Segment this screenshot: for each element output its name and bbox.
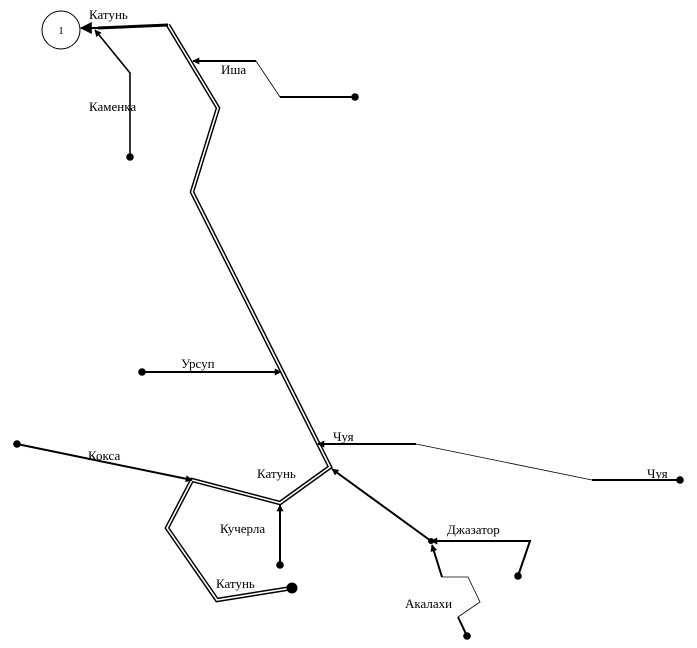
label-ursup: Урсуп [181, 356, 215, 371]
akalakhi-river [430, 544, 481, 640]
kucherla-river [276, 504, 284, 569]
chuya-river [317, 440, 684, 484]
label-akalakhi: Акалахи [405, 596, 452, 611]
dzhazator-river [331, 468, 532, 580]
isha-river [192, 57, 359, 101]
label-kucherla: Кучерла [220, 521, 265, 536]
gauge-number: 1 [58, 25, 64, 37]
label-dzhazator: Джазатор [447, 522, 500, 537]
label-katun-top: Катунь [89, 7, 128, 22]
ursup-river [138, 368, 282, 376]
katun-main-channel [164, 23, 333, 603]
label-koksa: Кокса [88, 448, 120, 463]
kamenka-river [94, 29, 134, 161]
label-isha: Иша [221, 62, 246, 77]
label-katun-bottom: Катунь [216, 576, 255, 591]
gauge-station: 1 [41, 10, 81, 50]
katun-source-dot [286, 582, 298, 594]
label-chuya-upper: Чуя [333, 429, 354, 444]
label-chuya-right: Чуя [647, 466, 668, 481]
koksa-river [13, 440, 193, 483]
katun-outlet [79, 22, 169, 34]
label-kamenka: Каменка [89, 99, 136, 114]
label-katun-mid: Катунь [257, 466, 296, 481]
